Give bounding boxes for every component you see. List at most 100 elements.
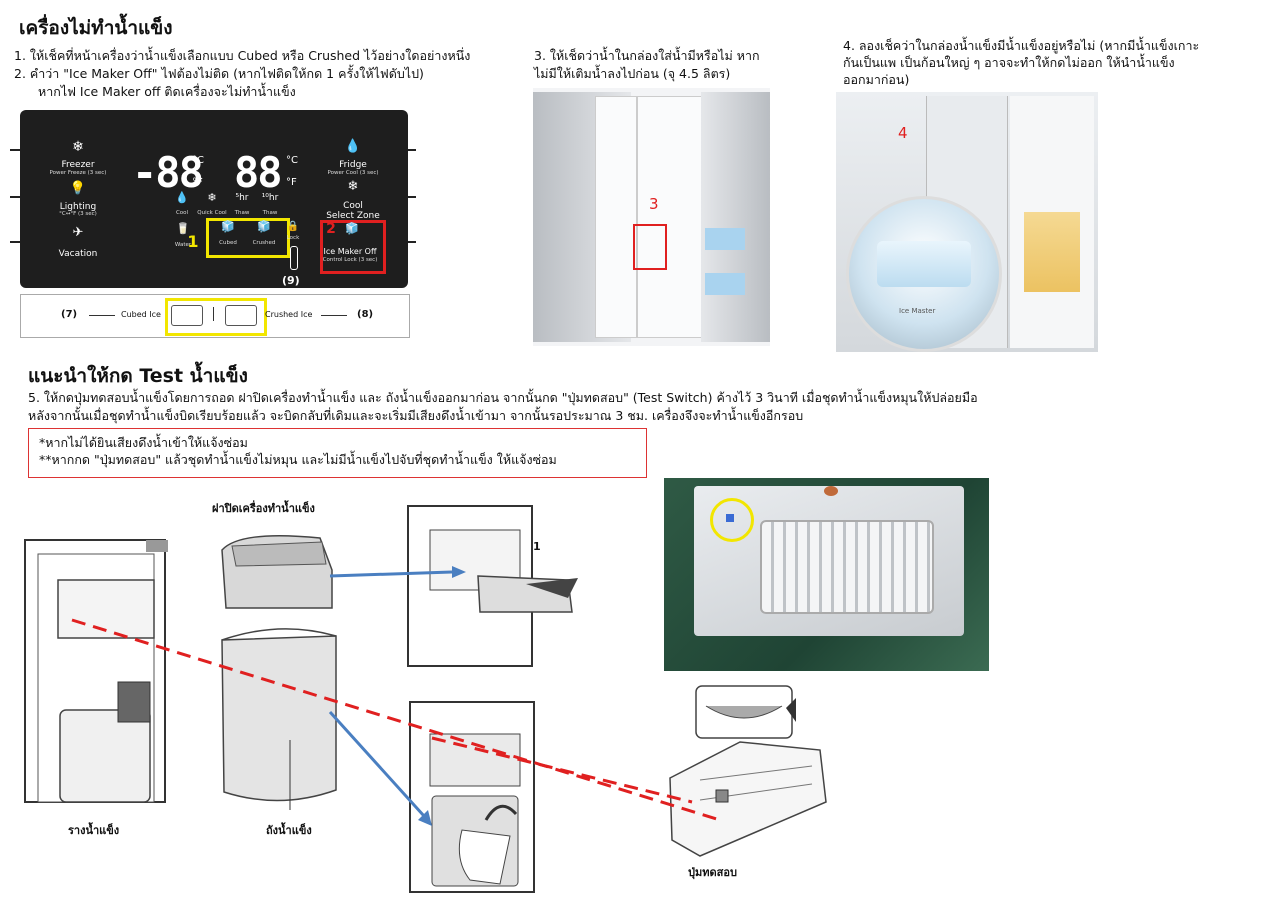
- ice-maker-cover-drawing: [221, 534, 333, 609]
- fridge-compartment: [637, 96, 703, 338]
- ice-selector-strip: (7) Cubed Ice Crushed Ice (8): [20, 294, 410, 338]
- coin: [824, 486, 838, 496]
- strip-line: [89, 315, 115, 316]
- diagram-step-1: 1: [533, 540, 541, 553]
- strip-line: [321, 315, 347, 316]
- quick-cool-label: Quick Cool: [197, 210, 227, 216]
- arrow-blue-cover: [329, 570, 453, 578]
- arrow-blue-bucket: [328, 710, 426, 818]
- marker-4: 4: [898, 124, 908, 142]
- door-open-drawing: [407, 505, 578, 667]
- step-4-text-cont2: ออกมาก่อน): [843, 72, 910, 87]
- marker-3: 3: [649, 195, 659, 213]
- fridge-temp-display: 88: [234, 148, 283, 197]
- water-tank-highlight: [633, 224, 667, 270]
- cubed-icon: 🧊: [221, 220, 235, 233]
- freezer-temp-display: -88: [132, 148, 204, 197]
- door-bin: [705, 228, 745, 250]
- tray-label: รางน้ำแข็ง: [68, 824, 120, 837]
- ice-bucket-drawing: [221, 628, 337, 810]
- control-panel: ❄ Freezer Power Freeze (3 sec) 💡 Lightin…: [20, 110, 408, 288]
- cubed-label: Cubed: [219, 240, 237, 246]
- ice-maker-off-label: Ice Maker Off: [323, 247, 377, 256]
- freezer-compartment: [595, 96, 637, 338]
- door-bucket-drawing: [409, 701, 535, 893]
- crushed-label: Crushed: [252, 240, 276, 246]
- door-bin: [705, 273, 745, 295]
- cubed-ice-button[interactable]: [171, 305, 203, 326]
- bucket-label: ถังน้ำแข็ง: [266, 824, 312, 837]
- cool-select-label: Cool Select Zone: [326, 201, 380, 221]
- step-3-text: 3. ให้เช็ดว่าน้ำในกล่องใส่น้ำมีหรือไม่ ห…: [534, 48, 760, 63]
- strip-highlight: [165, 298, 267, 336]
- ice-maker-unit-drawing: [669, 685, 827, 857]
- shelf-items: [1024, 212, 1080, 292]
- magnified-ice-bucket: Ice Master: [846, 196, 1002, 352]
- ice-maker-diagram: [24, 505, 827, 893]
- note-1: *หากไม่ได้ยินเสียงดึงน้ำเข้าให้แจ้งซ่อม: [39, 435, 248, 450]
- step-2-text: 2. คำว่า "Ice Maker Off" ไฟต้องไม่ติด (ห…: [14, 66, 424, 81]
- strip-divider: [213, 307, 214, 321]
- fridge-label: Fridge: [339, 160, 367, 170]
- test-switch-photo: [664, 478, 989, 671]
- step-5-text: 5. ให้กดปุ่มทดสอบน้ำแข็งโดยการถอด ฝาปิดเ…: [28, 390, 978, 405]
- step-4-text: 4. ลองเช็คว่าในกล่องน้ำแข็งมีน้ำแข็งอยู่…: [843, 38, 1200, 53]
- vacation-label: Vacation: [58, 249, 98, 259]
- thaw10-icon: ¹⁰hr: [261, 193, 279, 203]
- freezer-label: Freezer: [61, 160, 95, 170]
- unit-f-right: °F: [286, 177, 297, 188]
- ice-maker-icon: 🧊: [345, 222, 359, 235]
- water-label: Water: [174, 242, 192, 248]
- lighting-sub: °C↔°F (3 sec): [59, 211, 97, 217]
- marker-9: (9): [282, 274, 300, 287]
- step-1-text: 1. ให้เช็คที่หน้าเครื่องว่าน้ำแข็งเลือกแ…: [14, 48, 471, 63]
- ice-tray-grid: [760, 520, 934, 614]
- thaw10-label: Thaw: [262, 210, 278, 216]
- strip-right-number: (8): [357, 309, 374, 320]
- quick-cool-icon: ❄: [207, 191, 217, 204]
- unit-c-right: °C: [286, 155, 298, 166]
- cubed-ice-label: Cubed Ice: [121, 310, 161, 319]
- strip-left-number: (7): [61, 309, 78, 320]
- vacation-icon: ✈: [72, 225, 84, 240]
- thaw5-label: Thaw: [234, 210, 250, 216]
- test-button-label: ปุ่มทดสอบ: [688, 866, 737, 879]
- cool-icon: 💧: [175, 191, 189, 204]
- unit-c-left: °C: [192, 155, 204, 166]
- fridge-open-photo: 3: [533, 88, 770, 346]
- section-2-title: แนะนำให้กด Test น้ำแข็ง: [28, 365, 248, 387]
- door-line-drawing: [24, 539, 168, 803]
- lock-slot: [290, 246, 298, 270]
- fridge-sub: Power Cool (3 sec): [327, 170, 379, 176]
- ice-cubes: [877, 241, 971, 287]
- unit-f-left: °F: [192, 177, 203, 188]
- lock-icon: 🔒: [286, 221, 300, 232]
- lighting-label: Lighting: [59, 202, 97, 212]
- cover-label: ฝาปิดเครื่องทำน้ำแข็ง: [212, 502, 315, 515]
- test-switch-highlight: [710, 498, 754, 542]
- step-3-text-cont: ไม่มีให้เติมน้ำลงไปก่อน (จุ 4.5 ลิตร): [534, 66, 731, 81]
- ice-maker-off-highlight: [320, 220, 386, 274]
- freezer-sub: Power Freeze (3 sec): [49, 170, 107, 176]
- warning-note-box: *หากไม่ได้ยินเสียงดึงน้ำเข้าให้แจ้งซ่อม …: [28, 428, 647, 478]
- page-title: เครื่องไม่ทำน้ำแข็ง: [19, 17, 173, 39]
- arrowhead-icon: [452, 566, 466, 578]
- freezer-icon: ❄: [72, 139, 84, 155]
- lock-label: Lock: [286, 235, 300, 241]
- step-4-text-cont: กันเป็นแพ เป็นก้อนใหญ่ ๆ อาจจะทำให้กดไม่…: [843, 55, 1175, 70]
- step-2-text-cont: หากไฟ Ice Maker off ติดเครื่องจะไม่ทำน้ำ…: [38, 84, 296, 99]
- step-5-text-cont: หลังจากนั้นเมื่อชุดทำน้ำแข็งบิดเรียบร้อย…: [28, 408, 804, 423]
- fridge-icon: 💧: [344, 139, 362, 154]
- ice-maker-off-sub: Control Lock (3 sec): [322, 257, 378, 263]
- ice-bucket-photo: 4 Ice Master: [836, 92, 1098, 352]
- right-door: [701, 92, 770, 342]
- crushed-icon: 🧊: [257, 220, 271, 233]
- crushed-ice-button[interactable]: [225, 305, 257, 326]
- water-icon: 🥛: [176, 222, 190, 235]
- note-2: **หากกด "ปุ่มทดสอบ" แล้วชุดทำน้ำแข็งไม่ห…: [39, 452, 557, 467]
- cool-select-icon: ❄: [347, 179, 359, 194]
- ice-type-highlight: [206, 218, 290, 258]
- guide-line: [71, 618, 721, 822]
- ice-master-label: Ice Master: [899, 307, 936, 315]
